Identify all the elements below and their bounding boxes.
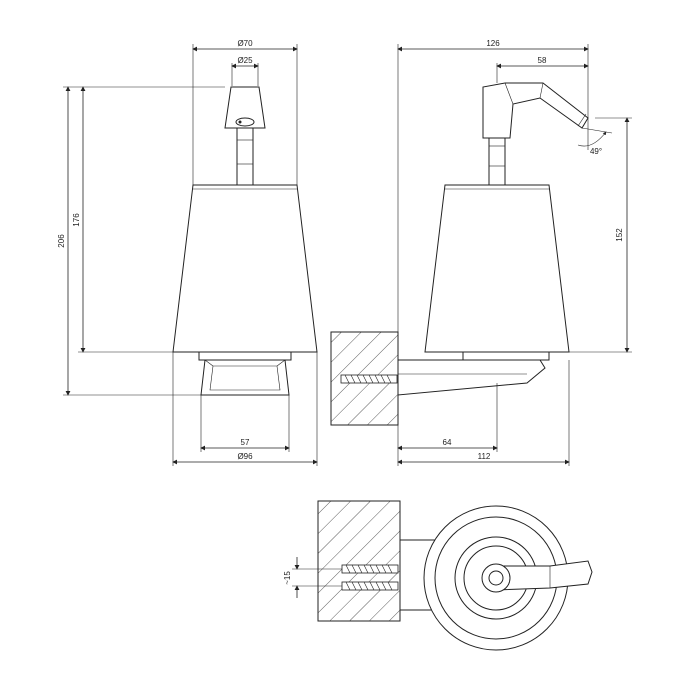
dim-anchor-spacing: ~15 [283, 571, 292, 585]
dim-base-width: 57 [241, 438, 250, 447]
dim-overall-depth: 126 [486, 39, 500, 48]
top-spout [495, 560, 593, 591]
wall-anchor-top-upper [341, 564, 399, 574]
top-view: ~15 [283, 500, 593, 651]
dim-bracket-depth: 64 [443, 438, 452, 447]
front-view: Ø70 Ø25 206 176 57 Ø96 [57, 39, 318, 466]
dim-side-container-height: 152 [615, 228, 624, 242]
dim-container-height: 176 [72, 213, 81, 227]
dim-nozzle-diameter: Ø25 [237, 56, 253, 65]
nozzle-hole [238, 120, 242, 124]
dim-total-projection: 112 [478, 452, 491, 461]
dispenser-head [224, 86, 266, 129]
side-pump-stem [488, 137, 506, 186]
dim-head-diameter: Ø70 [237, 39, 253, 48]
pump-stem [236, 127, 254, 186]
dim-spout-reach: 58 [538, 56, 547, 65]
side-container-body [424, 184, 570, 353]
container-body [172, 184, 318, 353]
dim-overall-height: 206 [57, 234, 66, 248]
container-base [198, 351, 292, 361]
dim-container-diameter: Ø96 [237, 452, 253, 461]
nozzle-outlet [235, 117, 255, 127]
wall-anchor-top-lower [341, 581, 399, 591]
wall-section-top [317, 500, 401, 622]
side-dispenser-head [482, 82, 589, 139]
side-view: 126 58 49° 152 64 112 [330, 39, 632, 466]
side-container-base [462, 351, 550, 361]
dim-spout-angle: 49° [590, 147, 602, 156]
wall-bracket [397, 359, 546, 396]
top-nozzle [488, 570, 504, 586]
wall-anchor-side [340, 374, 398, 384]
